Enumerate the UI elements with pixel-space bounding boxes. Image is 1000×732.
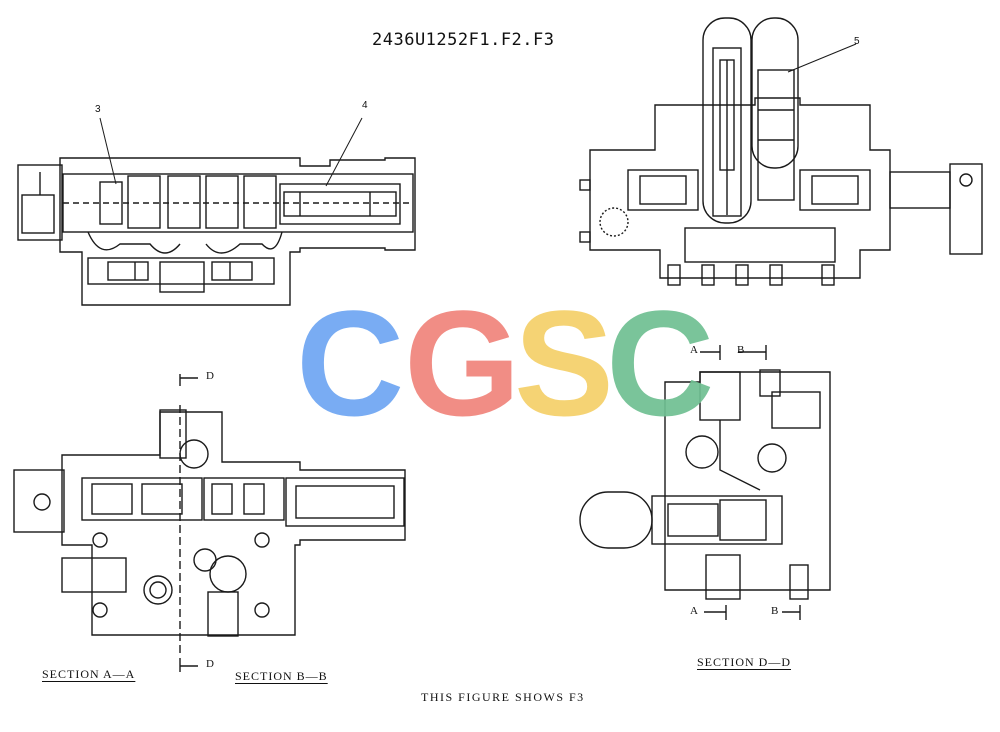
section-mark-a-top: A xyxy=(690,344,698,356)
section-label-aa: SECTION A—A xyxy=(42,667,136,681)
section-mark-a-bottom: A xyxy=(690,605,698,617)
callout-4: 4 xyxy=(362,100,368,111)
cgsc-watermark-logo: C G S C xyxy=(296,279,714,447)
figure-caption: THIS FIGURE SHOWS F3 xyxy=(421,690,585,704)
section-mark-d-top: D xyxy=(206,370,214,382)
watermark-letter-c2: C xyxy=(606,279,715,447)
watermark-letter-s: S xyxy=(514,279,615,447)
section-mark-d-bottom: D xyxy=(206,658,214,670)
section-mark-b-top: B xyxy=(737,344,745,356)
bottom-right-section-view xyxy=(579,345,831,620)
section-label-bb: SECTION B—B xyxy=(235,669,328,683)
section-mark-b-bottom: B xyxy=(771,605,779,617)
top-left-spool-view xyxy=(17,117,416,306)
top-right-relief-view xyxy=(579,17,983,286)
watermark-letter-g: G xyxy=(404,279,521,447)
bottom-left-section-view xyxy=(13,374,406,672)
drawing-number: 2436U1252F1.F2.F3 xyxy=(372,30,555,50)
callout-3: 3 xyxy=(95,104,101,115)
watermark-letter-c1: C xyxy=(296,279,405,447)
section-label-dd: SECTION D—D xyxy=(697,655,791,669)
callout-5: 5 xyxy=(854,36,860,47)
